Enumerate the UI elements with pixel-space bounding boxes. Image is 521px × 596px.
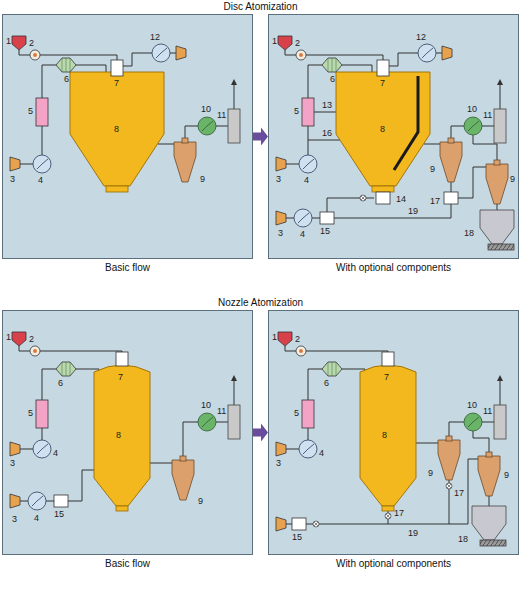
callout-number: 11 [217, 406, 226, 416]
callout-number: 8 [114, 124, 119, 134]
callout-number: 4 [304, 175, 309, 185]
callout-number: 7 [114, 78, 119, 88]
callout-number: 11 [483, 110, 492, 120]
callout-number: 8 [382, 430, 387, 440]
callout-number: 9 [504, 470, 509, 480]
panel-caption: Basic flow [3, 262, 252, 274]
callout-number: 9 [428, 468, 433, 478]
callout-number: 17 [430, 196, 440, 206]
callout-number: 10 [467, 104, 477, 114]
flow-arrow [253, 424, 268, 442]
callout-number: 4 [34, 513, 39, 523]
callout-number: 3 [276, 174, 281, 184]
panel-caption: Basic flow [3, 558, 252, 570]
callout-number: 5 [294, 408, 299, 418]
callout-number: 17 [394, 508, 404, 518]
callout-number: 1 [272, 36, 277, 46]
callout-number: 15 [54, 509, 64, 519]
disc-basic-flow [10, 36, 240, 192]
callout-number: 7 [380, 78, 385, 88]
callout-number: 3 [278, 228, 283, 238]
callout-number: 4 [53, 448, 58, 458]
callout-number: 14 [396, 194, 406, 204]
callout-number: 11 [483, 406, 492, 416]
callout-number: 19 [408, 206, 418, 216]
section-title: Disc Atomization [0, 1, 521, 13]
callout-number: 3 [10, 458, 15, 468]
flow-panel: Basic flow [2, 310, 253, 555]
callout-number: 19 [408, 528, 418, 538]
callout-number: 3 [276, 458, 281, 468]
flow-panel: With optional components [268, 14, 519, 259]
callout-number: 3 [12, 514, 17, 524]
callout-number: 17 [454, 488, 464, 498]
callout-number: 10 [467, 400, 477, 410]
callout-number: 5 [28, 106, 33, 116]
callout-number: 1 [272, 332, 277, 342]
callout-number: 2 [29, 38, 34, 48]
callout-number: 7 [384, 372, 389, 382]
callout-number: 12 [150, 32, 160, 42]
callout-number: 8 [116, 430, 121, 440]
callout-number: 9 [430, 164, 435, 174]
callout-number: 4 [319, 448, 324, 458]
nozzle-basic-flow [10, 332, 240, 511]
callout-number: 3 [10, 174, 15, 184]
disc-optional-flow [276, 36, 514, 250]
callout-number: 18 [458, 534, 468, 544]
callout-number: 1 [6, 332, 11, 342]
callout-number: 15 [320, 226, 330, 236]
flow-panel: Basic flow [2, 14, 253, 259]
callout-number: 15 [292, 532, 302, 542]
callout-number: 2 [29, 334, 34, 344]
callout-number: 18 [464, 228, 474, 238]
callout-number: 6 [324, 378, 329, 388]
callout-number: 11 [217, 110, 226, 120]
flow-panel: With optional components [268, 310, 519, 555]
callout-number: 6 [58, 378, 63, 388]
callout-number: 10 [201, 400, 211, 410]
callout-number: 2 [295, 38, 300, 48]
callout-number: 4 [300, 229, 305, 239]
callout-number: 10 [201, 104, 211, 114]
panel-grounds [2, 14, 519, 555]
callout-number: 9 [198, 496, 203, 506]
callout-number: 9 [200, 174, 205, 184]
callout-number: 1 [6, 36, 11, 46]
callout-number: 9 [510, 174, 515, 184]
panel-caption: With optional components [269, 558, 518, 570]
flow-arrow [253, 128, 268, 146]
callout-number: 5 [28, 408, 33, 418]
callout-number: 12 [416, 32, 426, 42]
callout-number: 6 [64, 74, 69, 84]
callout-number: 2 [295, 334, 300, 344]
callout-number: 4 [38, 175, 43, 185]
callout-number: 6 [330, 74, 335, 84]
callout-number: 5 [294, 106, 299, 116]
callout-number: 7 [118, 372, 123, 382]
section-title: Nozzle Atomization [0, 297, 521, 309]
callout-number: 13 [322, 100, 332, 110]
panel-caption: With optional components [269, 262, 518, 274]
callout-number: 8 [380, 124, 385, 134]
callout-number: 16 [322, 128, 332, 138]
nozzle-optional-flow [276, 332, 506, 546]
